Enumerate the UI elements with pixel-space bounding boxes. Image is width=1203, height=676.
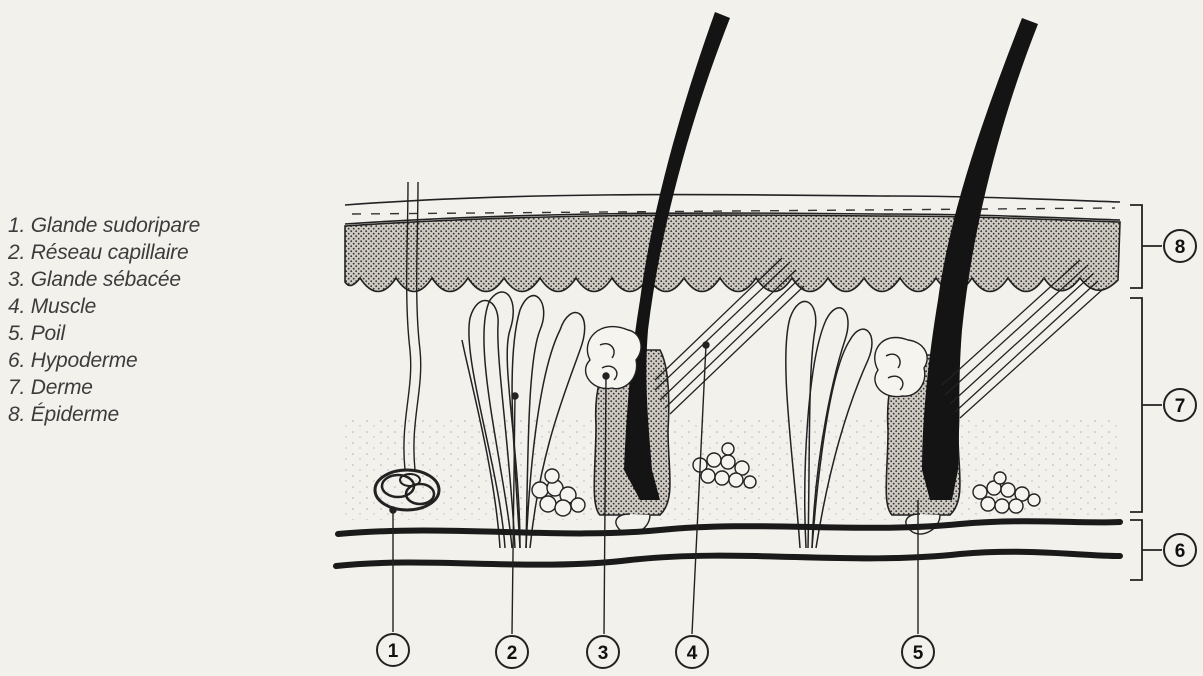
sebaceous-gland-right (875, 337, 927, 396)
svg-text:6: 6 (1175, 541, 1186, 562)
callout-8: 8 (1164, 230, 1196, 262)
bracket-dermis (1130, 298, 1162, 512)
svg-text:3: 3 (598, 643, 609, 664)
svg-text:4: 4 (687, 643, 698, 664)
callout-2: 2 (496, 636, 528, 668)
svg-text:2: 2 (507, 643, 518, 664)
callout-4: 4 (676, 636, 708, 668)
callout-5: 5 (902, 636, 934, 668)
bracket-epidermis (1130, 205, 1162, 288)
callout-3: 3 (587, 636, 619, 668)
bracket-hypodermis (1130, 520, 1162, 580)
svg-text:5: 5 (913, 643, 924, 664)
callout-7: 7 (1164, 389, 1196, 421)
svg-text:8: 8 (1175, 237, 1186, 258)
callout-1: 1 (377, 634, 409, 666)
svg-text:7: 7 (1175, 396, 1186, 417)
sebaceous-gland-left (586, 327, 641, 389)
callout-6: 6 (1164, 534, 1196, 566)
epidermis-basal-layer (345, 215, 1120, 291)
hypodermis-vessels (336, 521, 1120, 566)
svg-text:1: 1 (388, 641, 399, 662)
